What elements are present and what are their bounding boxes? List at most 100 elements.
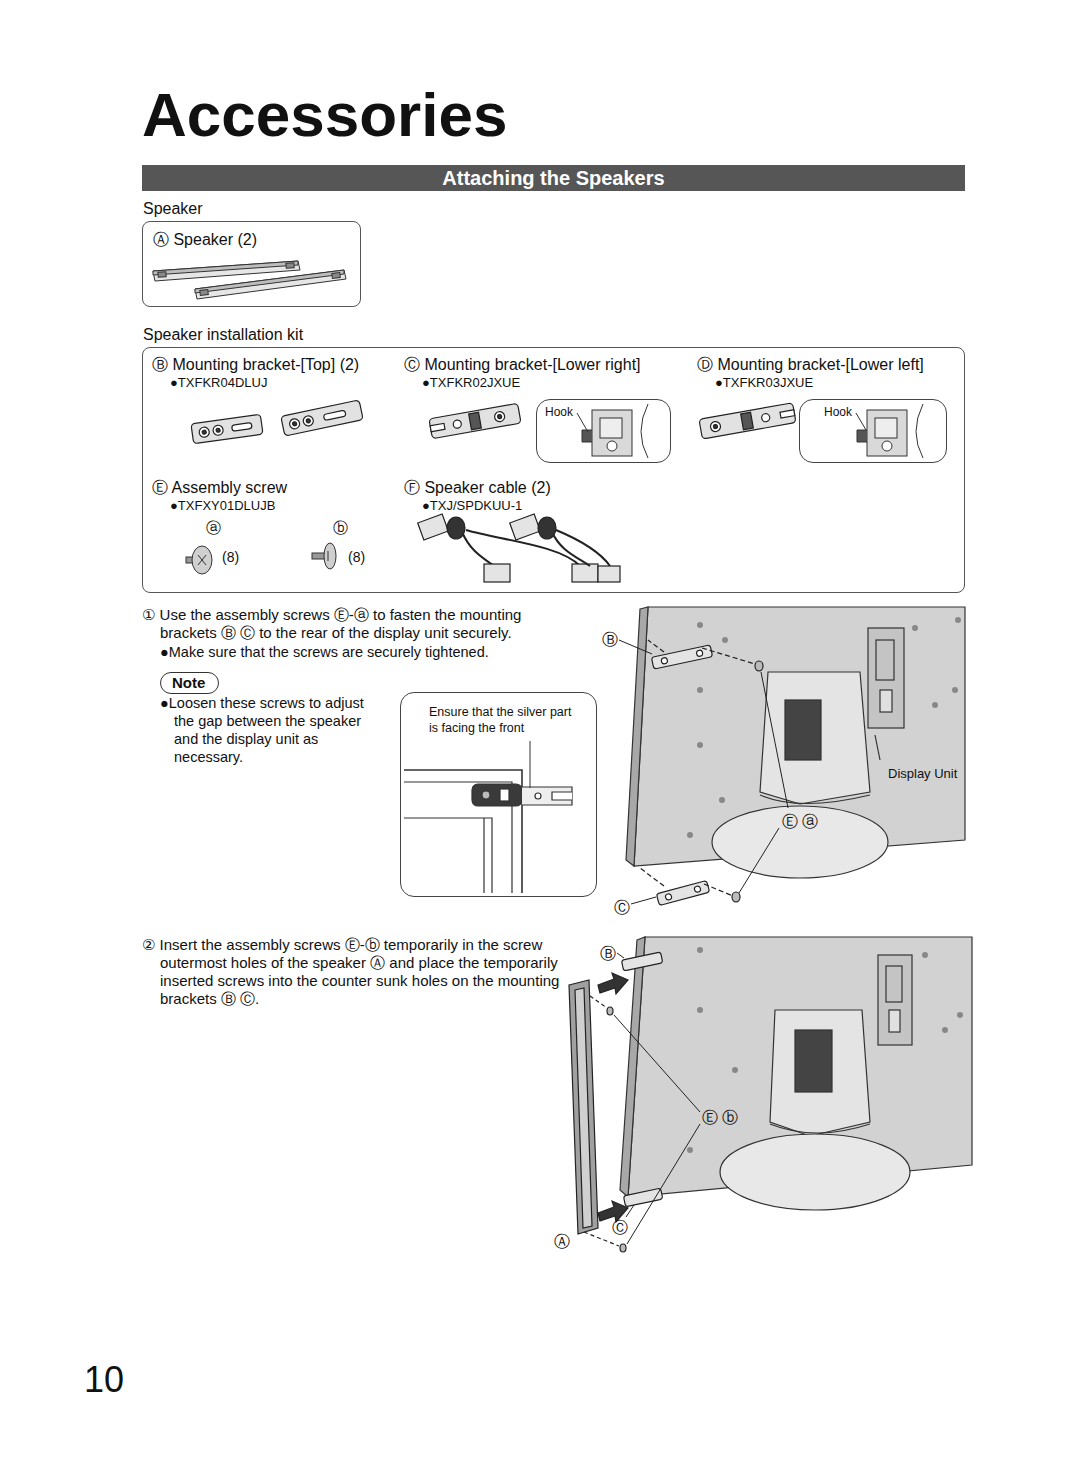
- bracket-fitting-part: [648, 640, 755, 664]
- speaker-fitting-part: [620, 1244, 626, 1252]
- bracket-lower-right-drawing-part-part: [469, 412, 482, 429]
- part-name: Ⓔ Assembly screw: [152, 478, 287, 497]
- cable-drawing-part: [598, 566, 620, 582]
- bracket-lower-left-drawing-part-part: [780, 410, 795, 418]
- bracket-top-drawing-part-part: [212, 425, 223, 436]
- bracket-lower-left-drawing-part-part: [713, 424, 718, 429]
- display-rear-drawing-part: [620, 937, 645, 1197]
- display-rear-drawing-part-part: [687, 832, 693, 838]
- bracket-top-drawing-part: [281, 400, 363, 436]
- bracket-lower-right-drawing-part-part: [497, 414, 502, 419]
- speaker-fitting-part: [623, 1188, 662, 1207]
- cable-drawing-part: [538, 517, 556, 539]
- bracket-top-drawing-part-part: [216, 428, 221, 433]
- bracket-lower-right-drawing-part-part: [429, 403, 521, 438]
- screw-drawing-part: [198, 555, 206, 565]
- display-rear-drawing-part-part: [722, 637, 728, 643]
- hook-detail-part: [867, 410, 907, 456]
- speaker-fitting-part: [575, 988, 592, 1228]
- display-rear-drawing-part-part: [912, 625, 918, 631]
- speaker-drawing-part: [286, 263, 294, 269]
- cable-drawing-part: [556, 530, 610, 566]
- screw-drawing: [186, 543, 336, 574]
- inset-detail: [404, 741, 572, 893]
- speaker-drawing: [153, 261, 346, 299]
- speaker-fitting-part: [617, 953, 634, 1217]
- hook-detail-part: [600, 418, 622, 438]
- speaker-fitting-part: [569, 980, 598, 1234]
- bracket-fitting-part: [619, 640, 656, 904]
- page-number: 10: [84, 1358, 124, 1401]
- speaker-fitting-part-part: [623, 1188, 662, 1207]
- display-rear-drawing-part-part: [687, 1147, 693, 1153]
- inset-detail-part: [522, 787, 572, 805]
- callout-box: Ensure that the silver part is facing th…: [400, 692, 597, 897]
- bracket-fitting-part: [755, 661, 763, 671]
- callout-letter: Ⓑ: [602, 630, 618, 649]
- part-number: ●TXFKR04DLUJ: [170, 375, 267, 391]
- cable-drawing-part: [484, 564, 510, 582]
- box-heading: Speaker: [143, 199, 203, 218]
- bracket-top-drawing-part-part: [302, 415, 314, 427]
- display-rear-drawing-part: [712, 806, 888, 878]
- hook-detail-part: [875, 418, 897, 438]
- display-rear-drawing-part: [760, 795, 870, 804]
- display-rear-drawing-part: [760, 672, 870, 804]
- hook-detail-part: [592, 410, 632, 456]
- callout-text: Ensure that the silver part is facing th…: [429, 704, 579, 736]
- display-rear-drawing-part: [720, 1134, 910, 1210]
- speaker-drawing-part: [158, 272, 166, 278]
- part-name: Ⓑ Mounting bracket-[Top] (2): [152, 355, 359, 374]
- display-rear-drawing-part: [880, 690, 892, 712]
- bracket-lower-left-drawing-part-part: [699, 403, 796, 439]
- bracket-lower-right-drawing-part-part: [494, 411, 506, 423]
- hook-detail-part: [577, 413, 588, 432]
- inset-detail-part: [500, 789, 509, 801]
- display-rear-drawing-part: [770, 1010, 870, 1136]
- hook-callout: Hook: [536, 399, 671, 463]
- speaker-fitting-part: [607, 1007, 613, 1015]
- inset-detail-part: [482, 791, 490, 799]
- bracket-top-drawing-part-part: [281, 400, 363, 436]
- display-rear-drawing-part-part: [697, 947, 703, 953]
- bracket-lower-left-drawing-part-part: [710, 421, 722, 433]
- display-rear-drawing-part-part: [922, 952, 928, 958]
- hook-callout: Hook: [799, 399, 947, 463]
- bracket-top-drawing-part: [191, 414, 263, 444]
- display-rear-drawing-part: [886, 966, 902, 1002]
- part-number: ●TXFKR02JXUE: [422, 375, 520, 391]
- note-tag: Note: [160, 672, 219, 694]
- note-text: ●Loosen these screws to adjust the gap b…: [160, 694, 385, 766]
- part-name: Ⓓ Mounting bracket-[Lower left]: [697, 355, 924, 374]
- hook-label: Hook: [545, 405, 573, 419]
- display-rear-drawing-part: [889, 1010, 900, 1032]
- bracket-top-drawing-part-part: [323, 410, 346, 420]
- callout-letter: ⓑ: [333, 519, 348, 537]
- speaker-drawing-part: [200, 290, 209, 296]
- display-rear-drawing-part-part: [955, 617, 961, 623]
- bracket-fitting: [619, 640, 788, 906]
- inset-detail-part: [530, 741, 531, 788]
- display-rear-drawing-part: [634, 607, 965, 866]
- speaker-fitting-part: [598, 973, 628, 994]
- callout-letter: Ⓑ: [600, 944, 616, 963]
- part-name: Ⓐ Speaker (2): [153, 230, 257, 249]
- leader-line: [856, 413, 866, 430]
- part-name: Ⓕ Speaker cable (2): [404, 478, 551, 497]
- hook-detail: [857, 404, 923, 458]
- bracket-fitting-part-part: [656, 880, 709, 905]
- display-rear-drawing-part: [687, 617, 961, 838]
- display-rear-drawing-part: [626, 607, 648, 866]
- callout-letter: Ⓔ ⓑ: [702, 1108, 738, 1127]
- display-rear-drawing-part-part: [719, 797, 725, 803]
- part-number: ●TXJ/SPDKUU-1: [422, 498, 522, 514]
- speaker-drawing-part: [332, 273, 341, 279]
- display-rear-drawing-part-part: [697, 742, 703, 748]
- speaker-drawing-part: [195, 270, 346, 299]
- inset-detail-part: [472, 784, 522, 806]
- display-rear-drawing-part-part: [697, 622, 703, 628]
- part-name: Ⓒ Mounting bracket-[Lower right]: [404, 355, 641, 374]
- cable-drawing-part: [572, 564, 598, 582]
- callout-letter: ⓐ: [206, 519, 221, 537]
